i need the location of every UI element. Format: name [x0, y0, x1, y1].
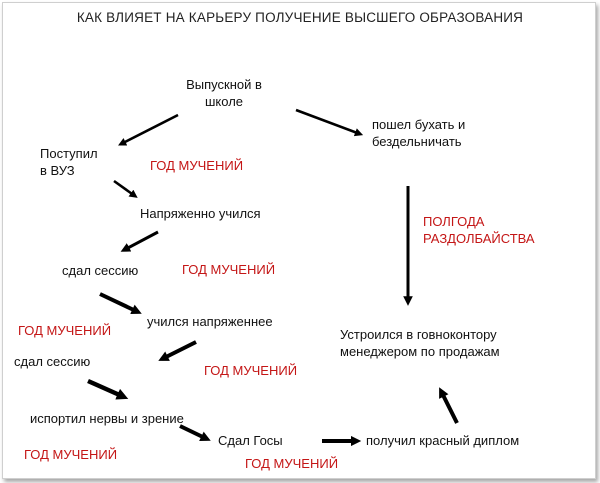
- node-graduation-line2: школе: [204, 94, 244, 109]
- arrow-ruined-to-state-exams: [179, 424, 211, 441]
- label-half-year-line1: ПОЛГОДА: [423, 214, 485, 229]
- label-half-year-slacking: ПОЛГОДА РАЗДОЛБАЙСТВА: [423, 213, 535, 247]
- label-year-of-torment-6: ГОД МУЧЕНИЙ: [245, 456, 339, 471]
- diagram-frame: [2, 2, 596, 479]
- node-studied-harder: учился напряженнее: [147, 314, 273, 329]
- node-went-drinking: пошел бухать и бездельничать: [372, 116, 465, 150]
- node-graduation-line1: Выпускной в: [186, 77, 262, 92]
- arrow-graduation-to-drinking: [295, 108, 364, 137]
- node-got-job-line1: Устроился в говноконтору: [340, 327, 497, 342]
- label-year-of-torment-2: ГОД МУЧЕНИЙ: [182, 262, 276, 277]
- node-studied-hard: Напряженно учился: [140, 206, 261, 221]
- label-year-of-torment-3: ГОД МУЧЕНИЙ: [18, 323, 112, 338]
- diagram-title: КАК ВЛИЯЕТ НА КАРЬЕРУ ПОЛУЧЕНИЕ ВЫСШЕГО …: [76, 10, 524, 25]
- node-red-diploma: получил красный диплом: [366, 433, 520, 448]
- label-year-of-torment-5: ГОД МУЧЕНИЙ: [24, 447, 118, 462]
- node-state-exams: Сдал Госы: [218, 433, 283, 448]
- label-half-year-line2: РАЗДОЛБАЙСТВА: [423, 231, 535, 246]
- node-enrolled-line1: Поступил: [40, 146, 98, 161]
- arrow-studied-to-exam1: [120, 230, 159, 252]
- label-year-of-torment-4: ГОД МУЧЕНИЙ: [204, 363, 298, 378]
- label-year-of-torment-1: ГОД МУЧЕНИЙ: [150, 158, 244, 173]
- arrow-graduation-to-enrolled: [118, 113, 179, 146]
- node-ruined-health: испортил нервы и зрение: [30, 411, 184, 426]
- arrow-studied-harder-to-exam2: [158, 340, 197, 361]
- node-went-drinking-line2: бездельничать: [372, 134, 462, 149]
- node-graduation: Выпускной в школе: [168, 76, 280, 110]
- node-went-drinking-line1: пошел бухать и: [372, 117, 466, 132]
- node-got-job-line2: менеджером по продажам: [340, 344, 500, 359]
- node-enrolled: Поступил в ВУЗ: [40, 145, 98, 179]
- node-exam-2: сдал сессию: [14, 354, 91, 369]
- node-got-job: Устроился в говноконтору менеджером по п…: [340, 326, 500, 360]
- arrow-diploma-to-job: [439, 387, 459, 424]
- arrow-exam2-to-ruined: [87, 378, 129, 400]
- node-exam-1: сдал сессию: [62, 263, 139, 278]
- arrow-exam1-to-studied-harder: [99, 292, 142, 315]
- arrow-enrolled-to-studied: [113, 179, 138, 198]
- node-enrolled-line2: в ВУЗ: [40, 163, 75, 178]
